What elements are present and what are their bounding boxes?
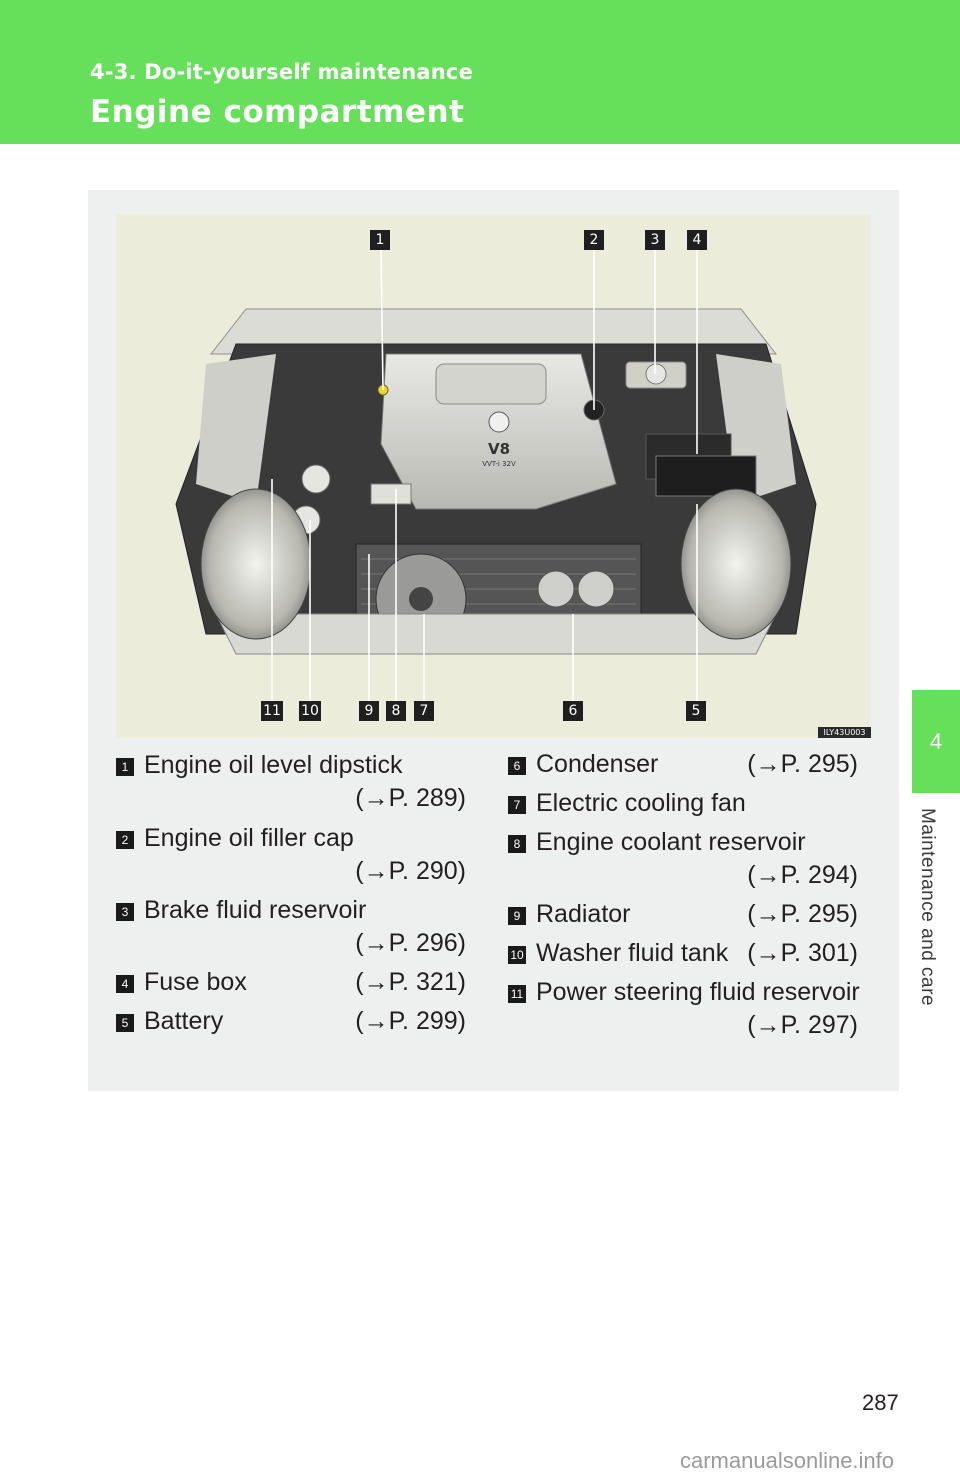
callout-marker-6: 6 (563, 701, 583, 721)
legend-number: 10 (508, 946, 526, 964)
callout-marker-11: 11 (261, 701, 283, 721)
legend-label: Power steering fluid reservoir (536, 978, 860, 1006)
legend-label: Battery (144, 1007, 224, 1035)
callout-marker-5: 5 (686, 701, 706, 721)
page-title: Engine compartment (90, 94, 465, 130)
callout-marker-8: 8 (386, 701, 406, 721)
page-reference: (→P. 294) (747, 861, 858, 889)
section-title: 4-3. Do-it-yourself maintenance (90, 60, 474, 84)
legend-label: Engine oil level dipstick (144, 751, 403, 779)
left-headlamp (200, 488, 312, 640)
page-reference: (→P. 290) (355, 857, 466, 885)
callout-marker-2: 2 (584, 230, 604, 250)
legend-label: Condenser (536, 750, 659, 778)
legend-number: 5 (116, 1014, 134, 1032)
legend-item: 3 Brake fluid reservoir (→P. 296) (116, 894, 466, 964)
chapter-tab[interactable]: 4 (912, 690, 960, 793)
page-reference: (→P. 289) (355, 784, 466, 812)
legend-item: 7 Electric cooling fan (508, 787, 858, 821)
callout-marker-3: 3 (645, 230, 665, 250)
legend-number: 7 (508, 796, 526, 814)
legend-label: Washer fluid tank (536, 939, 729, 967)
callout-marker-4: 4 (687, 230, 707, 250)
callout-marker-1: 1 (370, 230, 390, 250)
legend-number: 6 (508, 757, 526, 775)
page-reference: (→P. 321) (355, 968, 466, 996)
legend-number: 1 (116, 758, 134, 776)
legend-number: 11 (508, 985, 526, 1003)
callout-marker-7: 7 (414, 701, 434, 721)
page-reference: (→P. 295) (747, 900, 858, 928)
chapter-number: 4 (929, 728, 943, 754)
page-reference: (→P. 297) (747, 1011, 858, 1039)
legend-item: 1 Engine oil level dipstick (→P. 289) (116, 749, 466, 819)
legend-item: 4 Fuse box (→P. 321) (116, 966, 466, 1000)
engine-compartment-illustration: V8 VVT-i 32V (116, 214, 871, 738)
legend-number: 3 (116, 903, 134, 921)
legend-label: Engine oil filler cap (144, 824, 354, 852)
page-reference: (→P. 296) (355, 929, 466, 957)
emblem-text: V8 (488, 440, 510, 458)
legend-label: Electric cooling fan (536, 789, 746, 817)
legend-item: 11 Power steering fluid reservoir (→P. 2… (508, 976, 860, 1046)
watermark: carmanualsonline.info (680, 1448, 895, 1473)
legend-label: Brake fluid reservoir (144, 896, 367, 924)
legend-label: Fuse box (144, 968, 247, 996)
legend-item: 5 Battery (→P. 299) (116, 1005, 466, 1039)
legend-item: 2 Engine oil filler cap (→P. 290) (116, 822, 466, 892)
page-reference: (→P. 299) (355, 1007, 466, 1035)
page-number: 287 (862, 1390, 899, 1415)
legend-label: Radiator (536, 900, 631, 928)
legend-number: 8 (508, 835, 526, 853)
callout-marker-10: 10 (299, 701, 321, 721)
legend-item: 10 Washer fluid tank (→P. 301) (508, 937, 858, 971)
engine-bay-drawing: V8 VVT-i 32V (175, 249, 817, 701)
legend-item: 6 Condenser (→P. 295) (508, 748, 858, 782)
callout-lines (271, 249, 698, 701)
legend-number: 2 (116, 831, 134, 849)
hood-underside (209, 308, 778, 355)
legend-item: 8 Engine coolant reservoir (→P. 294) (508, 826, 858, 896)
legend-item: 9 Radiator (→P. 295) (508, 898, 858, 932)
callout-marker-9: 9 (359, 701, 379, 721)
page-reference: (→P. 295) (747, 750, 858, 778)
right-headlamp (680, 488, 792, 640)
page-header: 4-3. Do-it-yourself maintenance Engine c… (0, 0, 960, 144)
page-reference: (→P. 301) (747, 939, 858, 967)
legend-number: 4 (116, 975, 134, 993)
figure-code: ILY43U003 (818, 727, 871, 738)
legend-label: Engine coolant reservoir (536, 828, 806, 856)
svg-text:VVT-i 32V: VVT-i 32V (482, 460, 516, 468)
chapter-label: Maintenance and care (917, 808, 938, 1007)
legend-number: 9 (508, 907, 526, 925)
